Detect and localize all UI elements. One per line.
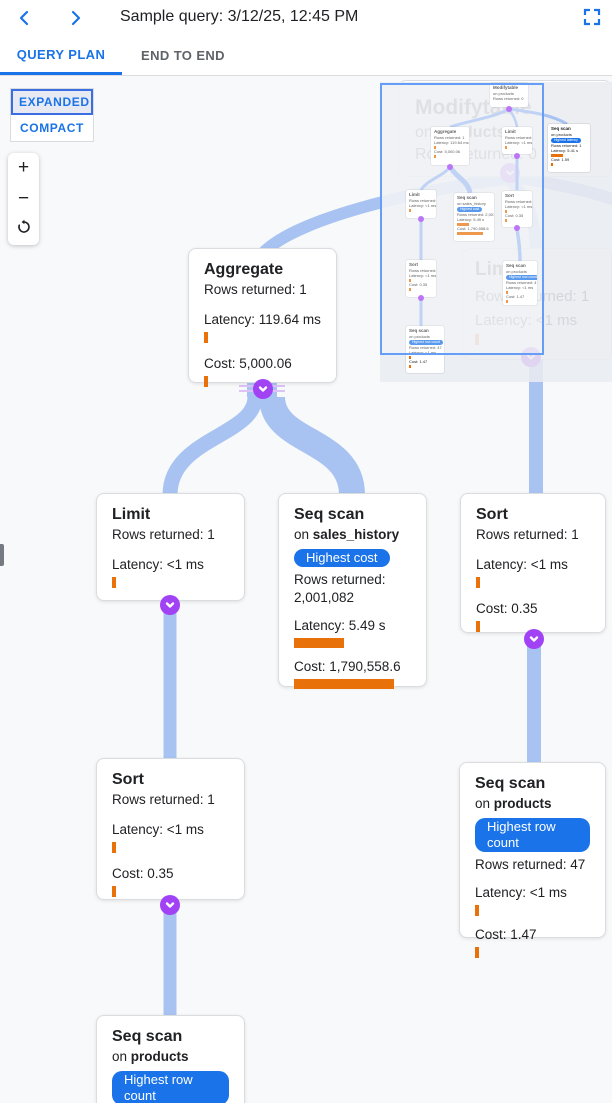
minimap-node-sort-low: Sort Rows returned: 1 Latency: <1 ms Cos… (406, 260, 436, 297)
header-bar: Sample query: 3/12/25, 12:45 PM (0, 0, 612, 36)
chevron-down-icon (163, 898, 177, 912)
cost-bar (204, 376, 208, 387)
node-sort-right[interactable]: Sort Rows returned: 1 Latency: <1 ms Cos… (460, 493, 606, 633)
cost-bar (294, 679, 394, 689)
minimap[interactable]: Modifytable on products Rows returned: 0… (380, 82, 612, 382)
cost-value: Cost: 1,790,558.6 (294, 659, 401, 674)
reset-rotate-icon (16, 219, 32, 240)
minimap-collapse-dot (514, 153, 520, 159)
node-title: Sort (112, 771, 144, 788)
collapse-button[interactable] (253, 379, 273, 399)
layout-toggle: EXPANDED COMPACT (10, 88, 94, 142)
node-title: Seq scan (112, 1028, 183, 1045)
node-limit[interactable]: Limit Rows returned: 1 Latency: <1 ms (96, 493, 245, 601)
minimap-collapse-dot (514, 225, 520, 231)
cost-value: Cost: 0.35 (112, 866, 174, 881)
minimap-node-seq-scan-latency: Seq scan on products Highest latency Row… (548, 124, 590, 172)
forward-button[interactable] (63, 6, 87, 30)
left-resize-handle[interactable] (0, 544, 4, 566)
tab-query-plan[interactable]: QUERY PLAN (0, 36, 122, 75)
minimap-viewport[interactable] (380, 83, 544, 355)
minimap-node-limit-top: Limit Rows returned: 1 Latency: <1 ms (502, 127, 532, 154)
latency-bar (112, 577, 116, 588)
node-title: Sort (476, 506, 508, 523)
reset-view-button[interactable] (8, 215, 39, 245)
highest-row-count-badge: Highest row count (112, 1071, 229, 1103)
cost-value: Cost: 5,000.06 (204, 356, 292, 371)
latency-value: Latency: <1 ms (475, 885, 567, 900)
zoom-out-button[interactable]: − (8, 184, 39, 214)
minimap-collapse-dot (506, 106, 512, 112)
rows-returned: Rows returned: 1 (476, 527, 579, 542)
highest-cost-badge: Highest cost (294, 549, 390, 567)
compact-button[interactable]: COMPACT (11, 115, 93, 141)
minimap-node-sort-mid: Sort Rows returned: 1 Latency: <1 ms Cos… (502, 191, 532, 227)
cost-bar (476, 621, 480, 632)
zoom-in-button[interactable]: + (8, 153, 39, 183)
minimap-collapse-dot (418, 295, 424, 301)
latency-value: Latency: <1 ms (112, 822, 204, 837)
node-title: Seq scan (475, 775, 546, 792)
latency-bar (204, 332, 208, 343)
plan-canvas: Modifytable on products Rows returned: 0… (0, 76, 612, 1103)
tab-bar: QUERY PLAN END TO END (0, 36, 612, 76)
node-table: on products (112, 1049, 189, 1064)
rows-returned: Rows returned: 2,001,082 (294, 572, 386, 605)
fullscreen-button[interactable] (580, 6, 604, 30)
chevron-down-icon (527, 632, 541, 646)
rows-returned: Rows returned: 1 (112, 527, 215, 542)
expanded-button[interactable]: EXPANDED (11, 89, 93, 115)
latency-value: Latency: 119.64 ms (204, 312, 321, 327)
node-aggregate[interactable]: Aggregate Rows returned: 1 Latency: 119.… (188, 248, 337, 387)
fullscreen-icon (583, 8, 601, 29)
minimap-node-seq-scan-rows-bottom: Seq scan on products Highest row count R… (406, 326, 444, 373)
chevron-down-icon (163, 598, 177, 612)
minimap-collapse-dot (447, 164, 453, 170)
cost-value: Cost: 0.35 (476, 601, 538, 616)
zoom-controls: + − (8, 153, 39, 245)
latency-bar (294, 638, 344, 648)
rows-returned: Rows returned: 47 (475, 857, 586, 872)
rows-returned: Rows returned: 1 (112, 792, 215, 807)
latency-bar (475, 905, 479, 916)
collapse-button[interactable] (160, 895, 180, 915)
node-table: on products (475, 796, 552, 811)
node-table: on sales_history (294, 527, 400, 542)
latency-value: Latency: 5.49 s (294, 618, 386, 633)
highest-row-count-badge: Highest row count (475, 818, 590, 852)
minimap-node-seq-scan-rows-right: Seq scan on products Highest row count R… (503, 261, 537, 305)
cost-bar (475, 947, 479, 958)
node-seq-scan-products-bottom[interactable]: Seq scan on products Highest row count R… (96, 1015, 245, 1103)
collapse-button[interactable] (160, 595, 180, 615)
rows-returned: Rows returned: 1 (204, 282, 307, 297)
collapse-button[interactable] (524, 629, 544, 649)
chevron-down-icon (256, 382, 270, 396)
minimap-collapse-dot (418, 216, 424, 222)
chevron-right-icon (63, 9, 87, 27)
node-title: Limit (112, 506, 151, 523)
latency-bar (112, 842, 116, 853)
latency-bar (476, 577, 480, 588)
tab-end-to-end[interactable]: END TO END (141, 48, 225, 63)
minimap-node-modifytable: Modifytable on products Rows returned: 0 (490, 83, 528, 107)
latency-value: Latency: <1 ms (476, 557, 568, 572)
node-seq-scan-sales-history[interactable]: Seq scan on sales_history Highest cost R… (278, 493, 427, 689)
page-title: Sample query: 3/12/25, 12:45 PM (120, 8, 359, 25)
node-title: Aggregate (204, 261, 284, 278)
minimap-node-seq-scan-cost: Seq scan on sales_history Highest cost R… (454, 193, 494, 241)
node-sort-left[interactable]: Sort Rows returned: 1 Latency: <1 ms Cos… (96, 758, 245, 900)
node-seq-scan-products-right[interactable]: Seq scan on products Highest row count R… (459, 762, 606, 958)
minimap-node-limit-mid: Limit Rows returned: 1 Latency: <1 ms (406, 190, 436, 218)
cost-bar (112, 886, 116, 897)
minimap-node-aggregate: Aggregate Rows returned: 1 Latency: 119.… (431, 127, 469, 165)
node-title: Seq scan (294, 506, 365, 523)
chevron-left-icon (13, 9, 37, 27)
back-button[interactable] (13, 6, 37, 30)
cost-value: Cost: 1.47 (475, 927, 537, 942)
latency-value: Latency: <1 ms (112, 557, 204, 572)
